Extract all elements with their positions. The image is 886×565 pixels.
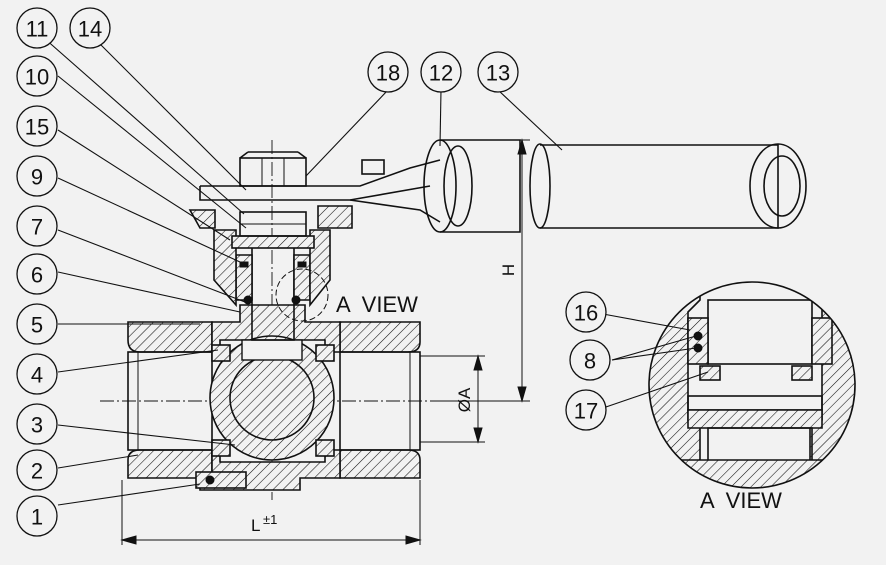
balloon-17: 17: [565, 389, 607, 431]
balloon-5: 5: [16, 303, 58, 345]
balloon-4: 4: [16, 353, 58, 395]
ball: [209, 335, 335, 461]
svg-text:13: 13: [486, 61, 510, 86]
view-marker-label: A VIEW: [336, 292, 418, 317]
balloon-16: 16: [565, 291, 607, 333]
balloon-7: 7: [16, 205, 58, 247]
svg-text:7: 7: [31, 215, 43, 240]
balloon-8: 8: [569, 339, 611, 381]
dimension-length: L ±1: [120, 480, 422, 545]
balloon-11: 11: [16, 7, 58, 49]
svg-text:1: 1: [31, 505, 43, 530]
valve-body: [127, 304, 421, 491]
svg-text:14: 14: [78, 17, 102, 42]
view-marker-circle: [275, 268, 329, 322]
balloon-3: 3: [16, 403, 58, 445]
svg-text:10: 10: [25, 65, 49, 90]
balloon-18: 18: [367, 51, 409, 93]
balloon-12: 12: [420, 51, 462, 93]
balloon-9: 9: [16, 155, 58, 197]
svg-text:2: 2: [31, 459, 43, 484]
bottom-cap: [195, 471, 247, 489]
detail-title: A VIEW: [700, 488, 782, 513]
balloon-14: 14: [69, 7, 111, 49]
svg-text:18: 18: [376, 61, 400, 86]
valve-section-view: L ±1 H ØA A VIEW: [100, 138, 807, 545]
balloon-15: 15: [16, 105, 58, 147]
svg-text:6: 6: [31, 263, 43, 288]
svg-text:11: 11: [26, 17, 49, 42]
balloon-10: 10: [16, 55, 58, 97]
dim-length-label: L: [251, 516, 260, 535]
balloon-6: 6: [16, 253, 58, 295]
stem-assembly: [188, 151, 353, 341]
dim-bore-label: ØA: [455, 387, 474, 412]
svg-text:5: 5: [31, 313, 43, 338]
svg-text:17: 17: [574, 399, 598, 424]
seats: [211, 344, 335, 457]
svg-text:4: 4: [31, 363, 43, 388]
dimension-bore: ØA: [420, 354, 485, 444]
dimension-height: H: [430, 138, 530, 403]
handle: [199, 139, 807, 233]
balloon-13: 13: [477, 51, 519, 93]
part-balloons: 1 2 3 4 5 6 7 9 15 10 11 14 18 12 13 16 …: [16, 7, 611, 537]
detail-view-a: A VIEW: [648, 281, 856, 513]
leader-lines: [43, 37, 709, 506]
svg-text:9: 9: [31, 165, 43, 190]
svg-text:8: 8: [584, 349, 596, 374]
dim-length-tolerance: ±1: [263, 512, 277, 527]
dim-height-label: H: [499, 264, 518, 276]
svg-text:3: 3: [31, 413, 43, 438]
svg-text:15: 15: [25, 115, 49, 140]
balloon-1: 1: [16, 495, 58, 537]
svg-text:16: 16: [574, 301, 598, 326]
balloon-2: 2: [16, 449, 58, 491]
svg-text:12: 12: [429, 61, 453, 86]
